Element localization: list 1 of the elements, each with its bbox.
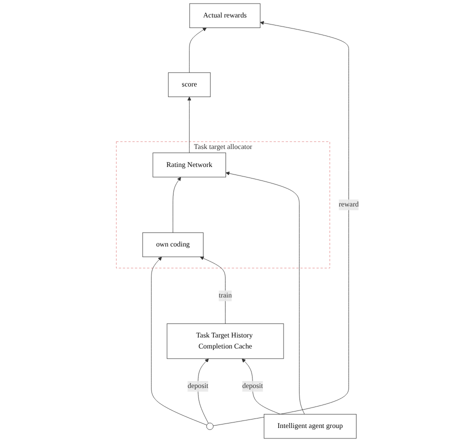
- node-circle: [206, 422, 214, 430]
